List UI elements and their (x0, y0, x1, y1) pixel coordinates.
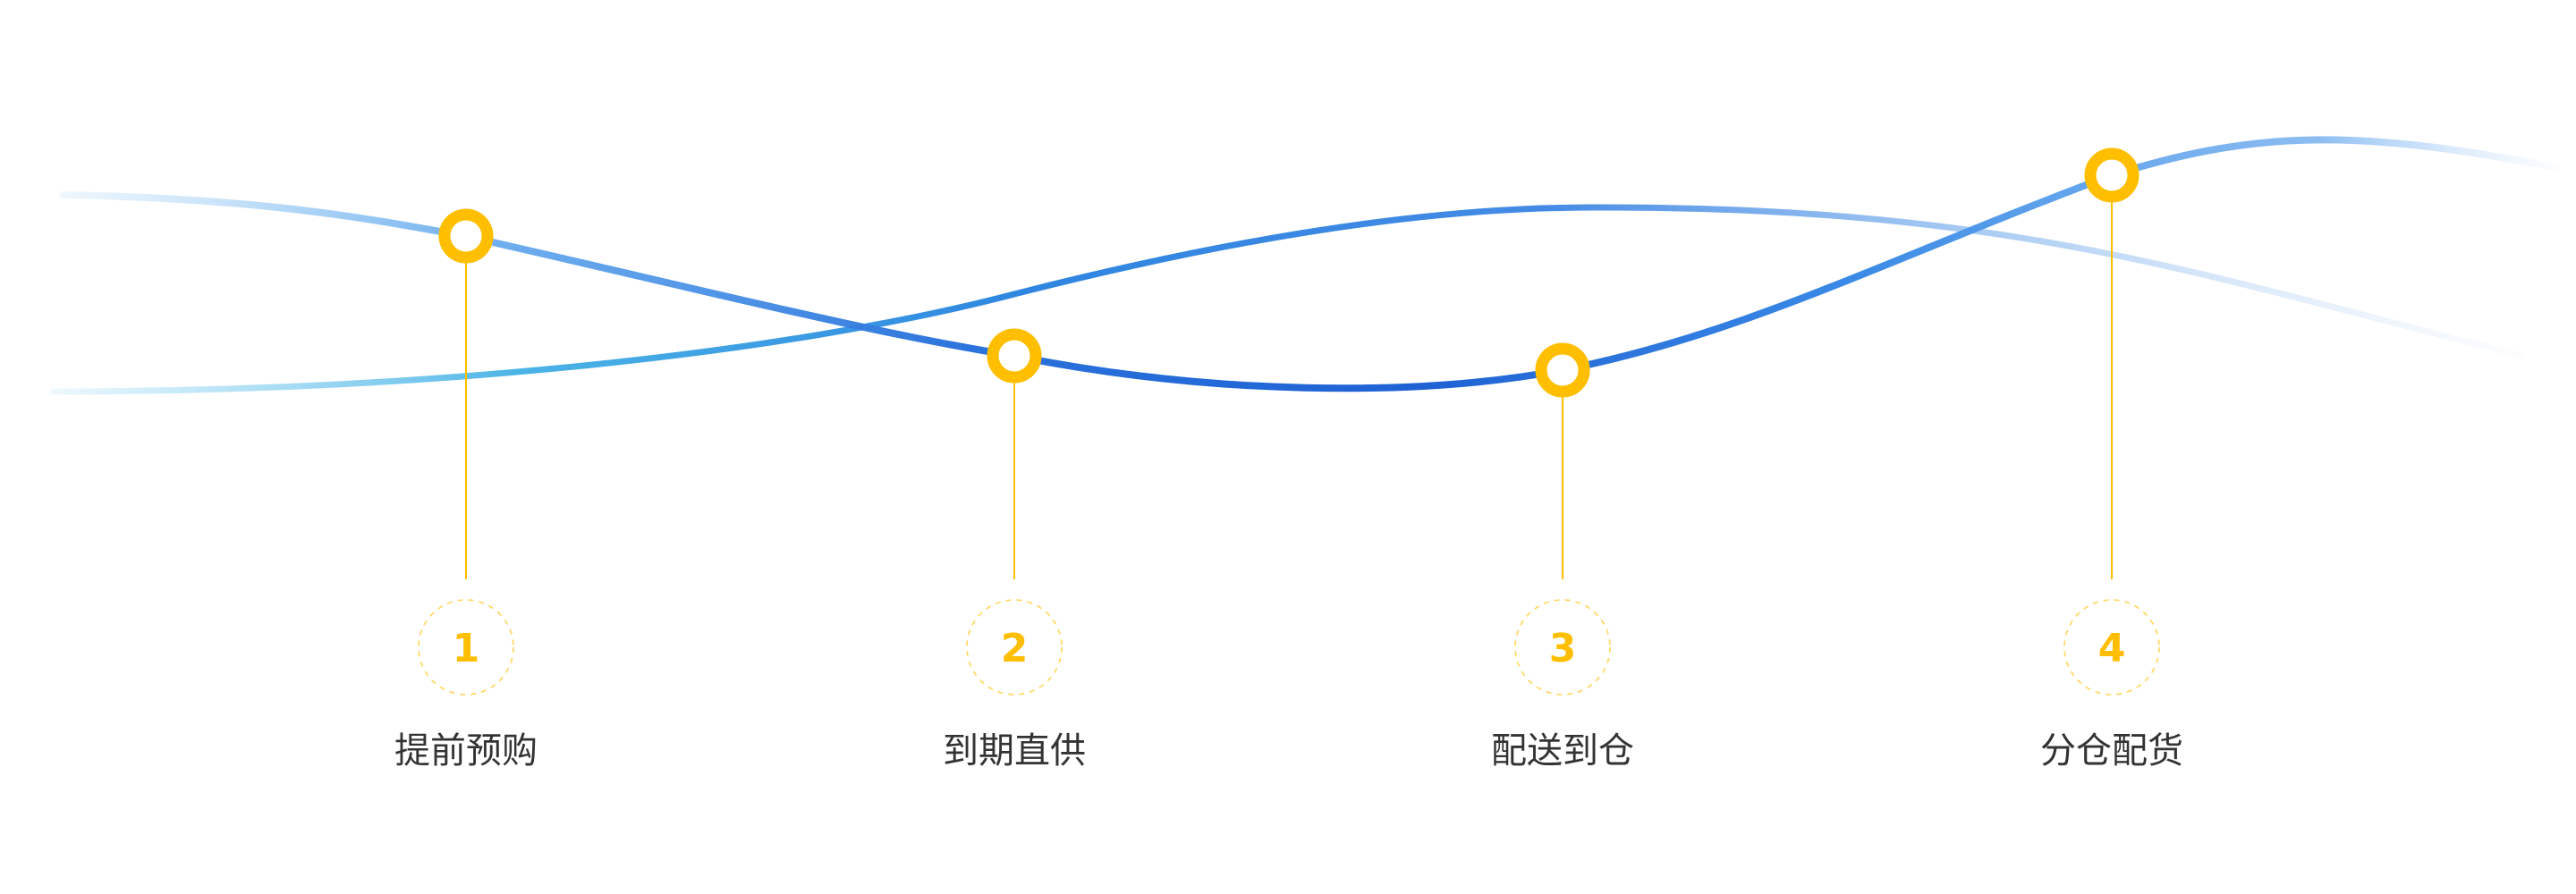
step-label: 配送到仓 (1491, 730, 1634, 772)
step-label: 到期直供 (943, 730, 1086, 772)
step-number: 4 (2098, 626, 2126, 671)
curve-a (59, 136, 2562, 392)
step-number: 1 (453, 626, 480, 671)
steps-group: 1 提前预购 2 到期直供 3 配送到仓 4 分仓配货 (394, 148, 2183, 772)
step-4: 4 分仓配货 (2040, 148, 2183, 772)
step-number-dashed-circle (418, 599, 514, 696)
step-marker-ring-icon (2084, 148, 2140, 203)
step-3: 3 配送到仓 (1491, 342, 1634, 772)
step-label: 提前预购 (394, 730, 538, 772)
step-marker-ring-icon (987, 328, 1042, 384)
step-marker-ring-icon (438, 208, 494, 264)
step-number-dashed-circle (966, 599, 1063, 696)
step-label: 分仓配货 (2040, 730, 2183, 772)
step-number-dashed-circle (1514, 599, 1611, 696)
step-number: 2 (1001, 626, 1029, 671)
curve-b (50, 204, 2526, 395)
step-2: 2 到期直供 (943, 328, 1086, 772)
step-number: 3 (1549, 626, 1577, 671)
step-marker-ring-icon (1535, 342, 1590, 398)
step-1: 1 提前预购 (394, 208, 538, 772)
step-number-dashed-circle (2063, 599, 2160, 696)
